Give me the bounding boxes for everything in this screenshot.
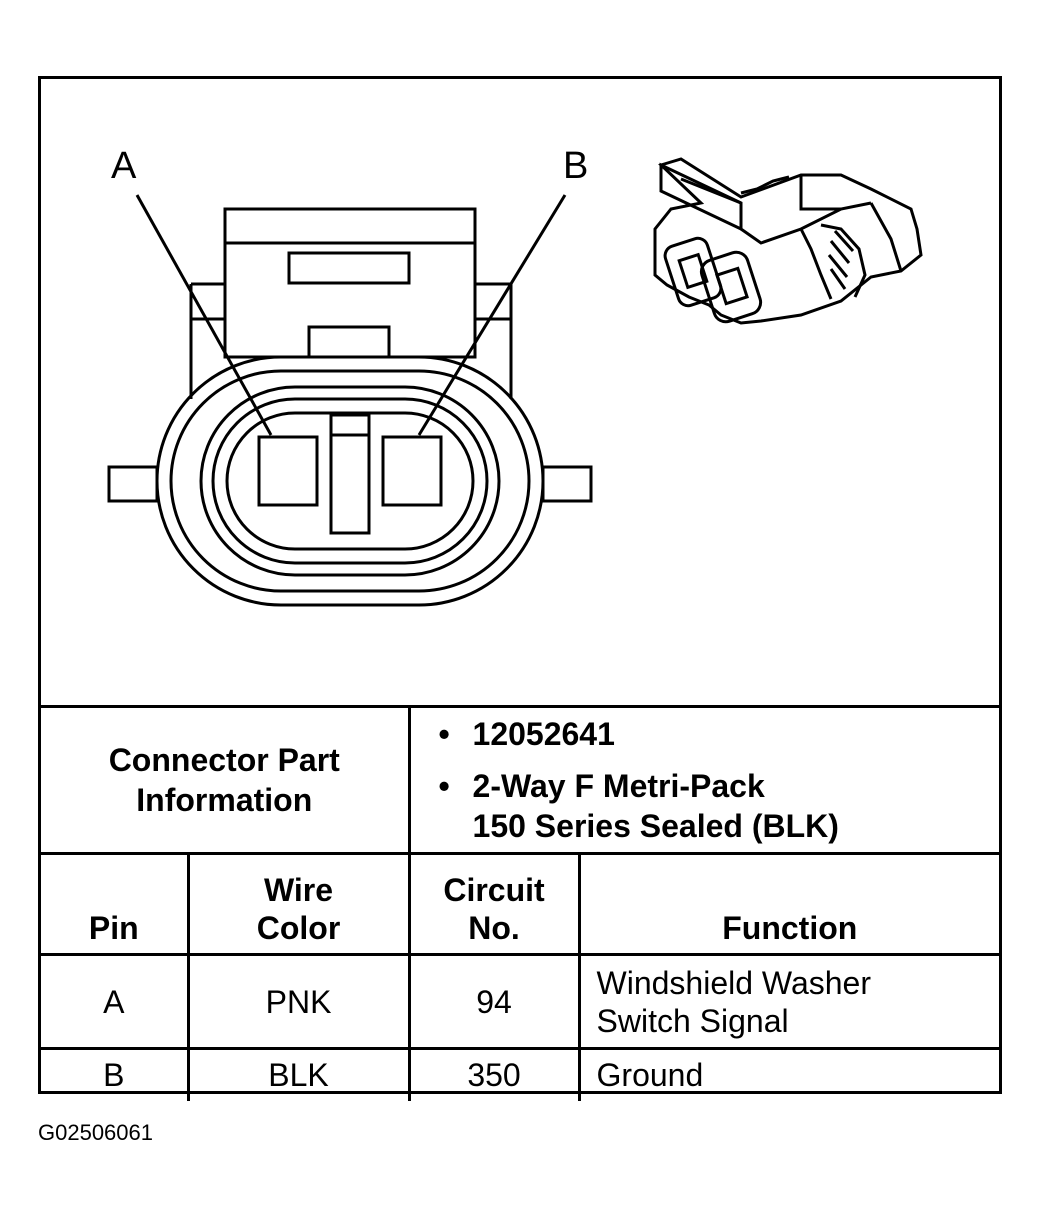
side-tab-left [107, 465, 159, 503]
header-pin: Pin [41, 852, 188, 955]
leader-line-a [135, 194, 273, 436]
connector-diagram: A B [41, 79, 999, 705]
row-a-circuit: 94 [407, 953, 580, 1049]
pin-cavity-a [257, 435, 319, 507]
header-pin-text: Pin [88, 910, 139, 946]
pin-cavity-b [381, 435, 443, 507]
housing-slot [287, 251, 411, 285]
connector-type-line2: 150 Series Sealed (BLK) [472, 808, 839, 844]
row-a-wire-color: PNK [186, 953, 410, 1049]
connector-type-item-2: 150 Series Sealed (BLK) [473, 806, 1000, 846]
connector-type-item: •2-Way F Metri-Pack [438, 768, 765, 804]
header-function-text: Function [722, 910, 858, 946]
connector-part-label: Connector Part [108, 742, 340, 778]
header-wire-color: Wire Color [186, 852, 410, 955]
connector-type-line1: 2-Way F Metri-Pack [472, 768, 765, 804]
row-b-wire-color: BLK [186, 1047, 410, 1101]
row-b-pin: B [41, 1047, 188, 1101]
table-row: B BLK 350 Ground [41, 1047, 1000, 1101]
part-number-item: •12052641 [438, 716, 615, 752]
table-row: A PNK 94 Windshield Washer Switch Signal [41, 953, 1000, 1049]
polarizing-key [329, 413, 371, 535]
header-circuit-2: No. [468, 910, 520, 946]
figure-id: G02506061 [38, 1120, 153, 1145]
connector-part-label-2: Information [136, 782, 313, 818]
connector-info-table: Connector Part Information •12052641 •2-… [41, 705, 1000, 1101]
row-a-function: Windshield Washer Switch Signal [577, 953, 1000, 1049]
connector-part-label-cell: Connector Part Information [41, 705, 410, 854]
part-number: 12052641 [472, 716, 615, 752]
pin-label-b: B [563, 145, 589, 187]
header-wire-color-2: Color [256, 910, 341, 946]
header-circuit: Circuit No. [407, 852, 580, 955]
side-tab-right [541, 465, 593, 503]
header-circuit-1: Circuit [443, 872, 545, 908]
row-a-pin: A [41, 953, 188, 1049]
header-function: Function [577, 852, 1000, 955]
leader-line-b [417, 194, 567, 436]
pin-label-a: A [111, 145, 137, 187]
connector-3d-view [653, 157, 923, 325]
connector-part-values: •12052641 •2-Way F Metri-Pack 150 Series… [407, 705, 1000, 854]
row-b-circuit: 350 [407, 1047, 580, 1101]
connector-part-row: Connector Part Information •12052641 •2-… [41, 705, 1000, 854]
row-a-function-2: Switch Signal [596, 1002, 789, 1039]
header-wire-color-1: Wire [263, 872, 334, 908]
row-b-function: Ground [577, 1047, 1000, 1101]
row-b-function-1: Ground [596, 1057, 704, 1094]
row-a-function-1: Windshield Washer [596, 964, 871, 1001]
connector-face-drawing [107, 157, 923, 607]
connector-figure: A B Connector Part Information •12052641… [38, 76, 1002, 1101]
pin-table-header: Pin Wire Color Circuit No. Function [41, 852, 1000, 955]
